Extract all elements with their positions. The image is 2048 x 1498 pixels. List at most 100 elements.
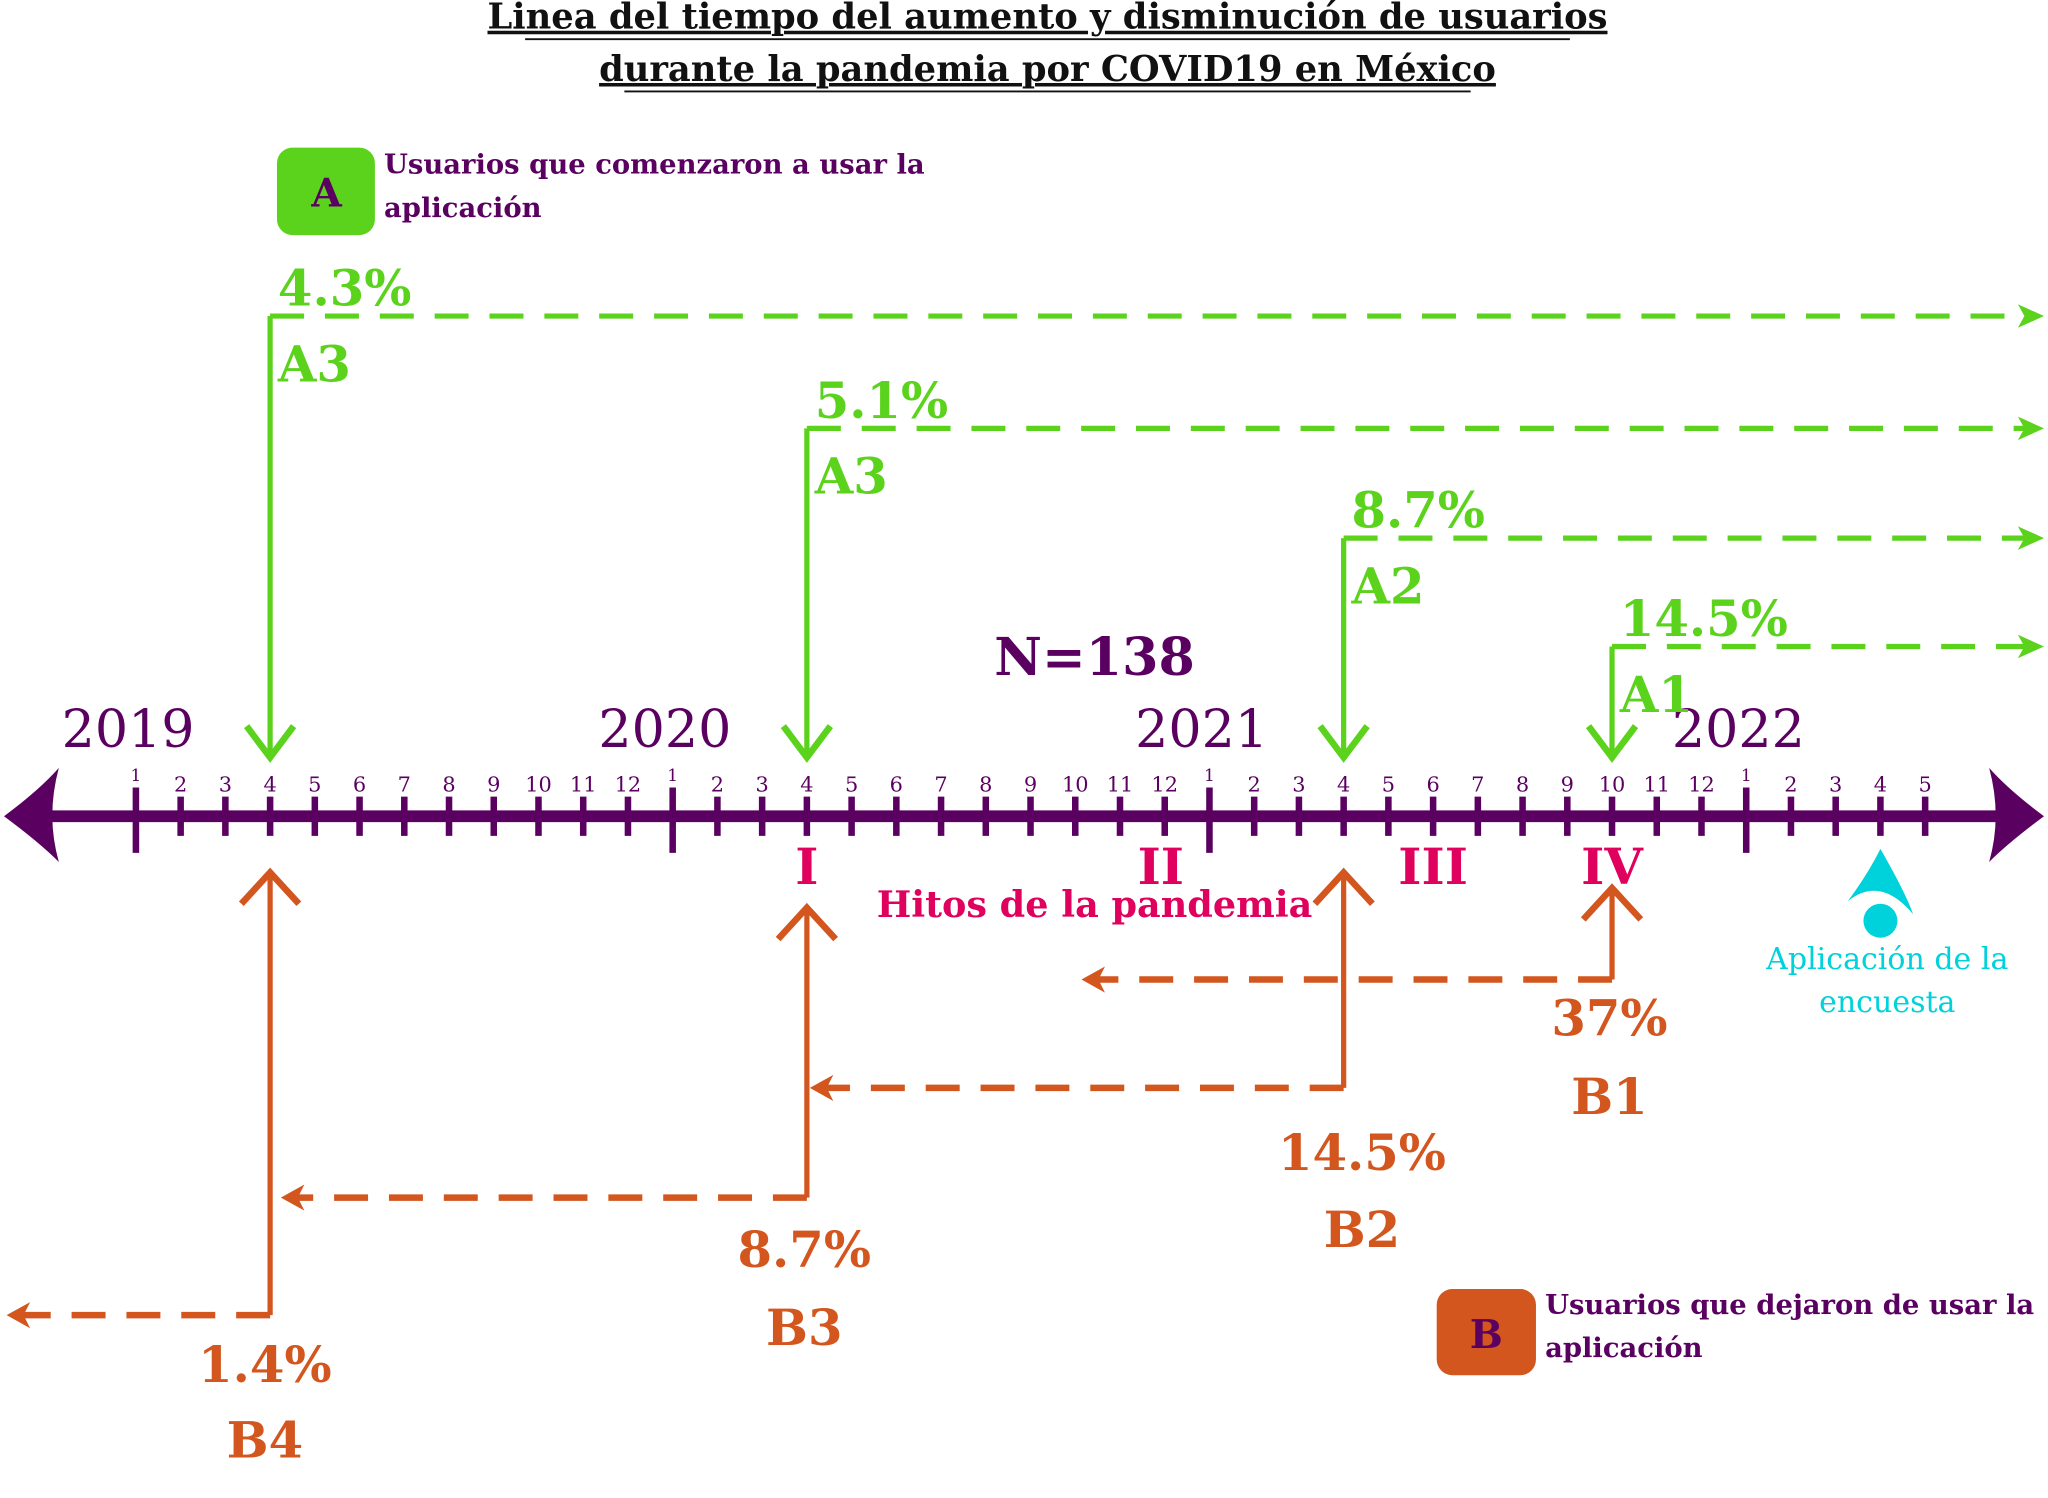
- title-line-1: Linea del tiempo del aumento y disminuci…: [488, 0, 1608, 38]
- survey-text-2: encuesta: [1819, 985, 1955, 1020]
- month-label: 9: [487, 772, 500, 796]
- month-label: 1: [131, 766, 142, 786]
- month-label: 11: [1107, 772, 1134, 796]
- legend-a: A Usuarios que comenzaron a usar la apli…: [276, 147, 925, 236]
- month-label: 4: [263, 772, 276, 796]
- month-label: 4: [1337, 772, 1350, 796]
- month-label: 5: [308, 772, 321, 796]
- month-label: 12: [615, 772, 642, 796]
- month-label: 10: [1062, 772, 1089, 796]
- month-label: 6: [353, 772, 366, 796]
- gain-dashed-arrowhead: [2017, 634, 2044, 659]
- loss-label: B4: [227, 1411, 303, 1470]
- month-label: 1: [667, 766, 678, 786]
- month-label: 2: [1248, 772, 1261, 796]
- month-label: 3: [1292, 772, 1305, 796]
- loss-arrow-head: [1580, 883, 1644, 922]
- gain-dashed-arrowhead: [2017, 526, 2044, 550]
- gain-label: A1: [1619, 665, 1693, 724]
- month-label: 9: [1561, 772, 1574, 796]
- gain-percentage: 14.5%: [1620, 589, 1788, 648]
- title: Linea del tiempo del aumento y disminuci…: [488, 0, 1608, 93]
- month-label: 5: [845, 772, 858, 796]
- loss-dashed-arrowhead: [6, 1302, 31, 1329]
- month-label: 4: [800, 772, 813, 796]
- loss-percentage: 1.4%: [198, 1335, 331, 1394]
- month-label: 6: [1426, 772, 1439, 796]
- month-label: 12: [1688, 772, 1715, 796]
- month-label: 12: [1151, 772, 1178, 796]
- month-label: 9: [1024, 772, 1037, 796]
- month-label: 3: [219, 772, 232, 796]
- month-label: 4: [1874, 772, 1887, 796]
- legend-a-letter: A: [310, 170, 342, 216]
- milestone-label: II: [1138, 837, 1184, 896]
- loss-percentage: 37%: [1551, 989, 1667, 1048]
- month-label: 8: [979, 772, 992, 796]
- milestone-label: I: [795, 837, 818, 896]
- month-label: 7: [398, 772, 411, 796]
- legend-a-text-1: Usuarios que comenzaron a usar la: [384, 149, 925, 181]
- month-label: 2: [174, 772, 187, 796]
- survey-text-1: Aplicación de la: [1765, 942, 2008, 977]
- survey-marker-icon: [1847, 848, 1914, 915]
- month-label: 2: [711, 772, 724, 796]
- loss-percentage: 14.5%: [1278, 1123, 1446, 1182]
- month-label: 2: [1784, 772, 1797, 796]
- legend-b: B Usuarios que dejaron de usar la aplica…: [1436, 1289, 2034, 1376]
- gain-label: A3: [814, 447, 888, 506]
- gain-arrow-head: [1317, 724, 1370, 763]
- gain-dashed-arrowhead: [2017, 304, 2044, 328]
- gain-arrow-head: [243, 724, 297, 763]
- month-label: 8: [1516, 772, 1529, 796]
- month-label: 10: [1599, 772, 1626, 796]
- loss-dashed-arrowhead: [809, 1074, 834, 1101]
- survey-marker-dot: [1863, 903, 1898, 938]
- loss-dashed-arrowhead: [1081, 966, 1105, 993]
- gain-arrow-head: [780, 724, 833, 763]
- axis-left-arrowhead: [4, 767, 59, 862]
- milestone-label: III: [1398, 837, 1468, 896]
- loss-label: B3: [766, 1298, 842, 1357]
- legend-a-text-2: aplicación: [384, 192, 542, 224]
- month-label: 8: [442, 772, 455, 796]
- loss-label: B1: [1571, 1067, 1647, 1126]
- legend-a-badge: [276, 147, 375, 236]
- legend-b-text-2: aplicación: [1545, 1332, 1703, 1364]
- year-label: 2022: [1672, 700, 1805, 760]
- gain-label: A2: [1350, 556, 1424, 615]
- gain-percentage: 5.1%: [815, 371, 948, 430]
- month-label: 1: [1204, 766, 1215, 786]
- month-label: 3: [1829, 772, 1842, 796]
- month-label: 1: [1741, 766, 1752, 786]
- month-label: 10: [525, 772, 552, 796]
- gain-percentage: 4.3%: [278, 259, 411, 318]
- legend-b-badge: [1436, 1289, 1536, 1376]
- year-label: 2019: [62, 700, 195, 760]
- month-label: 3: [755, 772, 768, 796]
- month-label: 11: [1643, 772, 1670, 796]
- sample-size: N=138: [994, 627, 1195, 688]
- month-label: 11: [570, 772, 597, 796]
- loss-percentage: 8.7%: [738, 1220, 871, 1279]
- axis-right-arrowhead: [1989, 767, 2044, 862]
- gain-arrow-head: [1585, 724, 1639, 763]
- milestones-caption: Hitos de la pandemia: [877, 883, 1313, 926]
- loss-arrow-head: [238, 867, 302, 906]
- loss-arrow-head: [1312, 867, 1375, 906]
- loss-label: B2: [1324, 1200, 1400, 1259]
- month-label: 5: [1382, 772, 1395, 796]
- gain-label: A3: [277, 334, 351, 393]
- month-label: 7: [934, 772, 947, 796]
- loss-dashed-arrowhead: [280, 1184, 305, 1211]
- month-label: 7: [1471, 772, 1484, 796]
- legend-b-text-1: Usuarios que dejaron de usar la: [1545, 1289, 2034, 1321]
- year-label: 2020: [598, 700, 731, 760]
- month-label: 5: [1919, 772, 1932, 796]
- legend-b-letter: B: [1470, 1312, 1503, 1358]
- gain-dashed-arrowhead: [2017, 416, 2044, 441]
- gain-percentage: 8.7%: [1351, 481, 1484, 540]
- year-label: 2021: [1135, 700, 1268, 760]
- loss-arrow-head: [775, 902, 839, 942]
